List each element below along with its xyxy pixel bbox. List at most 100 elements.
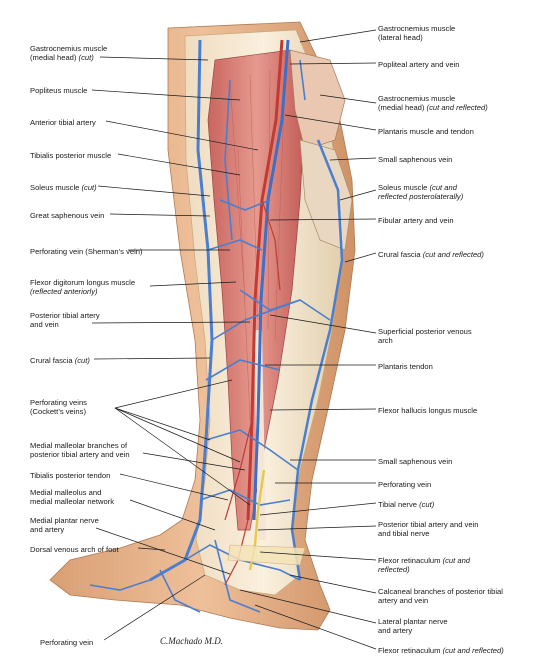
- leader-line-calcaneal-branches: [289, 574, 377, 594]
- leader-line-flexor-retinaculum-2: [254, 604, 377, 650]
- label-line: and artery: [30, 525, 99, 534]
- label-line: Crural fascia (cut): [30, 356, 90, 365]
- label-line: Perforating vein (Sherman’s vein): [30, 247, 143, 256]
- label-text: Plantaris tendon: [378, 362, 433, 371]
- label-text: Flexor hallucis longus muscle: [378, 406, 478, 415]
- label-text: Gastrocnemius muscle: [378, 94, 456, 103]
- label-text: Fibular artery and vein: [378, 216, 454, 225]
- label-text: Superficial posterior venous: [378, 327, 472, 336]
- label-text: Posterior tibial artery: [30, 311, 100, 320]
- label-text: (medial head): [378, 103, 427, 113]
- label-text: Flexor retinaculum: [378, 556, 443, 565]
- label-line: (reflected anteriorly): [30, 287, 135, 296]
- label-line: Tibial nerve (cut): [378, 500, 434, 509]
- label-line: Dorsal venous arch of foot: [30, 545, 119, 554]
- label-italic-text: (cut and reflected): [426, 103, 488, 113]
- label-italic-text: (cut and reflected): [422, 250, 484, 259]
- label-dorsal-arch: Dorsal venous arch of foot: [30, 545, 119, 554]
- label-line: Crural fascia (cut and reflected): [378, 250, 484, 259]
- label-gastroc-medial-reflected: Gastrocnemius muscle(medial head) (cut a…: [378, 94, 488, 112]
- leader-line-gastroc-medial: [99, 56, 209, 61]
- label-text: arch: [378, 336, 393, 346]
- label-italic-text: (cut and reflected): [442, 646, 504, 655]
- label-text: Perforating vein (Sherman’s vein): [30, 247, 143, 256]
- label-italic-text: (cut and: [429, 183, 457, 192]
- label-line: (Cockett’s veins): [30, 407, 87, 416]
- label-italic-text: (cut and: [442, 556, 471, 565]
- leader-line-small-saphenous-top: [329, 157, 377, 161]
- label-text: Soleus muscle: [30, 183, 82, 192]
- label-italic-text: (cut): [78, 53, 94, 63]
- label-line: and artery: [378, 626, 448, 635]
- label-text: Soleus muscle: [378, 183, 430, 192]
- label-text: Tibialis posterior muscle: [30, 151, 112, 160]
- label-line: Medial malleolar branches of: [30, 441, 130, 450]
- label-line: Tibialis posterior muscle: [30, 151, 111, 160]
- label-italic-text: reflected): [378, 565, 410, 575]
- label-line: (lateral head): [378, 33, 455, 42]
- label-line: Popliteus muscle: [30, 86, 87, 95]
- leader-line-popliteus: [91, 89, 241, 101]
- leader-line-post-tibial-av: [91, 321, 251, 324]
- label-perf-vein-bottom: Perforating vein: [40, 638, 93, 647]
- label-line: Gastrocnemius muscle: [378, 24, 455, 33]
- leader-line-fibular-av: [269, 218, 377, 221]
- label-text: Great saphenous vein: [30, 211, 105, 220]
- leader-line-med-malleolar-branches: [142, 452, 246, 471]
- label-text: Medial malleolar branches of: [30, 441, 128, 450]
- label-text: Gastrocnemius muscle: [378, 24, 456, 33]
- label-italic-text: (reflected anteriorly): [30, 287, 98, 297]
- leader-line-ant-tibial-artery: [105, 120, 259, 151]
- label-text: Crural fascia: [378, 250, 423, 259]
- label-text: (Cockett’s veins): [30, 407, 86, 417]
- label-crural-fascia-cut: Crural fascia (cut): [30, 356, 90, 365]
- leader-line-popliteal-av: [289, 62, 377, 65]
- label-text: Flexor digitorum longus muscle: [30, 278, 136, 287]
- label-small-saphenous-top: Small saphenous vein: [378, 155, 452, 164]
- leader-line-gastroc-medial-reflected: [319, 94, 377, 104]
- label-perf-vein-right: Perforating vein: [378, 480, 431, 489]
- leader-line-soleus-cut: [97, 185, 211, 197]
- label-tibial-nerve: Tibial nerve (cut): [378, 500, 434, 509]
- label-line: Plantaris muscle and tendon: [378, 127, 474, 136]
- label-line: artery and vein: [378, 596, 503, 605]
- label-plantaris-tendon: Plantaris tendon: [378, 362, 433, 371]
- label-text: Perforating vein: [378, 480, 432, 489]
- label-line: arch: [378, 336, 472, 345]
- label-perf-cockett: Perforating veins(Cockett’s veins): [30, 398, 87, 416]
- leader-line-gastroc-lateral: [299, 29, 377, 43]
- label-text: and tibial nerve: [378, 529, 430, 539]
- label-italic-text: (cut): [419, 500, 435, 509]
- leader-line-perf-vein-bottom: [103, 574, 206, 641]
- label-line: reflected): [378, 565, 470, 574]
- leader-line-tib-post-tendon: [119, 473, 229, 501]
- label-great-saphenous: Great saphenous vein: [30, 211, 104, 220]
- label-line: Perforating veins: [30, 398, 87, 407]
- label-line: Gastrocnemius muscle: [30, 44, 107, 53]
- label-line: Flexor hallucis longus muscle: [378, 406, 477, 415]
- label-text: Plantaris muscle and tendon: [378, 127, 474, 136]
- label-text: Tibialis posterior tendon: [30, 471, 111, 480]
- label-plantaris: Plantaris muscle and tendon: [378, 127, 474, 136]
- label-text: Flexor retinaculum: [378, 646, 443, 655]
- label-italic-text: (cut): [81, 183, 97, 192]
- label-line: Anterior tibial artery: [30, 118, 96, 127]
- leader-line-crural-fascia-cut: [93, 357, 211, 360]
- label-crural-fascia-reflected: Crural fascia (cut and reflected): [378, 250, 484, 259]
- label-line: Medial plantar nerve: [30, 516, 99, 525]
- label-line: Soleus muscle (cut): [30, 183, 97, 192]
- label-fhl: Flexor hallucis longus muscle: [378, 406, 477, 415]
- label-line: Flexor retinaculum (cut and reflected): [378, 646, 504, 655]
- label-line: Calcaneal branches of posterior tibial: [378, 587, 503, 596]
- label-text: and artery: [378, 626, 413, 636]
- label-text: (lateral head): [378, 33, 423, 43]
- popliteal-vein: [252, 39, 290, 521]
- leader-line-tib-post-muscle: [117, 153, 241, 176]
- label-text: Medial malleolus and: [30, 488, 102, 497]
- label-line: Small saphenous vein: [378, 457, 452, 466]
- label-line: posterior tibial artery and vein: [30, 450, 130, 459]
- label-text: medial malleolar network: [30, 497, 114, 507]
- label-text: Popliteus muscle: [30, 86, 88, 95]
